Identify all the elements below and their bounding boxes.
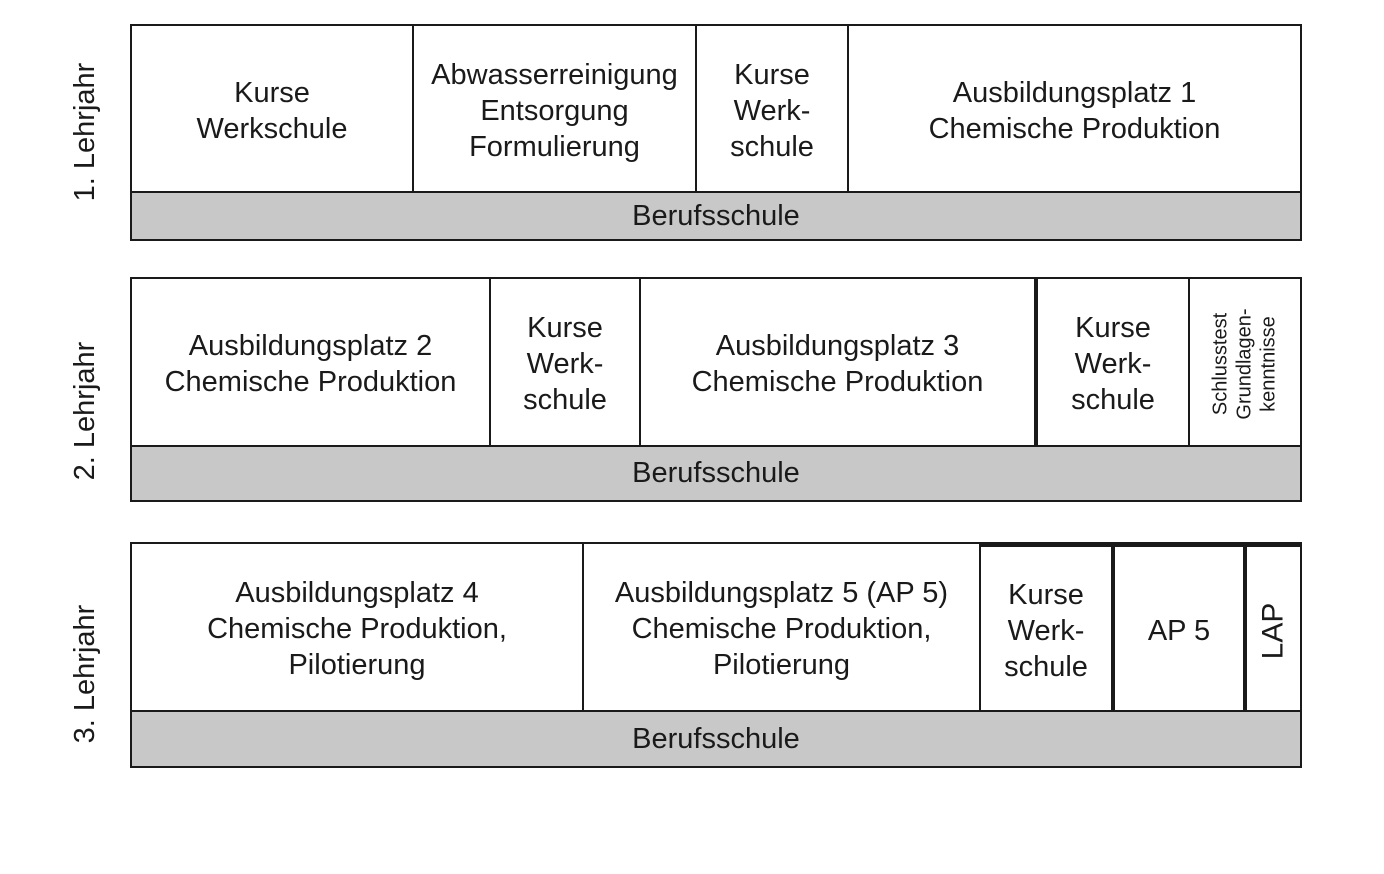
- year-2-ausbildungsplatz-2: Ausbildungsplatz 2 Chemische Produktion: [164, 330, 457, 398]
- year-3-lap: LAP: [1243, 544, 1300, 714]
- year-3-lap-text: LAP: [1256, 602, 1290, 659]
- year-3-kurse-werk-schule: Kurse Werk- schule: [979, 544, 1111, 714]
- year-2-ausbildungsplatz-3: Ausbildungsplatz 3 Chemische Produktion: [639, 279, 1034, 449]
- year-2-block: Ausbildungsplatz 2 Chemische Produktion …: [130, 277, 1302, 502]
- year-3-berufsschule: Berufsschule: [132, 710, 1300, 766]
- year-3-ausbildungsplatz-5: Ausbildungsplatz 5 (AP 5) Chemische Prod…: [582, 544, 979, 714]
- year-2-berufsschule: Berufsschule: [132, 445, 1300, 500]
- year-2-kurse-werk-schule-b: Kurse Werk- schule: [1034, 279, 1188, 449]
- year-2-schlusstest-text: Schlusstest Grundlagen- kenntnisse: [1210, 308, 1280, 420]
- year-1-block: Kurse Werkschule Abwasserreinigung Entso…: [130, 24, 1302, 241]
- year-3-block: Ausbildungsplatz 4 Chemische Produktion,…: [130, 542, 1302, 768]
- year-1-kurse-werkschule: Kurse Werkschule: [196, 76, 348, 145]
- year-1-berufsschule: Berufsschule: [132, 191, 1300, 239]
- year-3-ausbildungsplatz-4: Ausbildungsplatz 4 Chemische Produktion,…: [207, 577, 507, 681]
- year-1-ausbildungsplatz-1: Ausbildungsplatz 1 Chemische Produktion: [847, 26, 1300, 195]
- year-3-ap5: AP 5: [1111, 544, 1243, 714]
- year-label-3: 3. Lehrjahr: [69, 604, 101, 744]
- year-1-kurse-werk-schule: Kurse Werk- schule: [695, 26, 847, 195]
- year-1-abwasserreinigung: Abwasserreinigung Entsorgung Formulierun…: [412, 26, 695, 195]
- year-2-schlusstest: Schlusstest Grundlagen- kenntnisse: [1188, 279, 1300, 449]
- year-2-kurse-werk-schule-a: Kurse Werk- schule: [489, 279, 639, 449]
